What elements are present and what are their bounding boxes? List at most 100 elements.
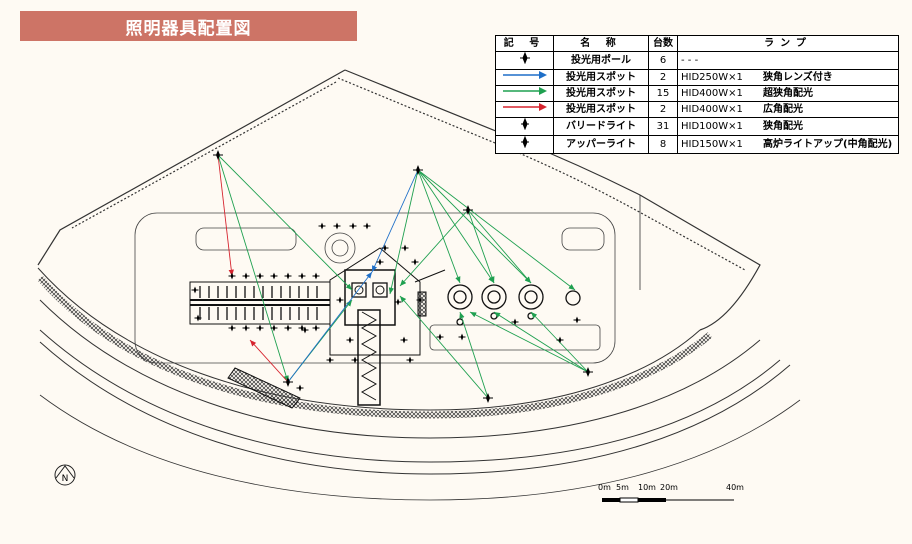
light-beam — [287, 271, 373, 383]
red-arrow-icon — [495, 101, 554, 118]
scale-bar: 0m 5m 10m 20m 40m — [598, 483, 748, 511]
bollard-fixture — [298, 324, 306, 332]
bollard-fixture — [336, 296, 344, 304]
bollard-fixture — [401, 244, 409, 252]
legend-header-name: 名 称 — [553, 35, 649, 52]
scale-label: 5m — [616, 483, 629, 492]
legend-header-symbol: 記 号 — [495, 35, 554, 52]
lamp-model: HID400W×1 — [681, 88, 743, 99]
bollard-fixture — [228, 324, 236, 332]
legend-count: 2 — [648, 101, 678, 118]
lamp-model: HID150W×1 — [681, 139, 743, 150]
legend-row: 投光用ポール 6 - - - — [495, 51, 899, 70]
pole-fixture — [463, 205, 473, 215]
upper-fixture — [416, 296, 424, 304]
lamp-model: HID250W×1 — [681, 72, 743, 83]
light-beam — [417, 169, 576, 291]
bollard-fixture — [242, 324, 250, 332]
bollard-fixture — [351, 356, 359, 364]
bollard-fixture — [284, 324, 292, 332]
pole-fixture — [213, 150, 223, 160]
legend-header-row: 記 号 名 称 台数 ランプ — [495, 35, 899, 52]
lamp-desc: 広角配光 — [763, 104, 803, 115]
left-rack — [189, 281, 331, 325]
lamp-desc: 高炉ライトアップ(中角配光) — [763, 139, 893, 150]
central-structure — [329, 247, 446, 406]
perimeter-roads — [37, 267, 801, 501]
bollard-fixture — [349, 222, 357, 230]
legend-name: バリードライト — [553, 117, 649, 136]
light-beam — [371, 169, 419, 273]
light-beam — [217, 154, 234, 277]
lamp-model: - - - — [681, 55, 699, 66]
green-arrow-icon — [495, 85, 554, 102]
bollard-fixture — [381, 244, 389, 252]
upper-fixture — [400, 336, 408, 344]
upper-fixture — [296, 384, 304, 392]
legend-count: 8 — [648, 135, 678, 154]
plaza-outlines — [134, 212, 616, 364]
lamp-model: HID100W×1 — [681, 121, 743, 132]
blast-furnace-units — [447, 284, 581, 326]
light-beam — [467, 209, 532, 284]
light-beam — [249, 339, 289, 383]
upper-light-icon — [495, 135, 554, 154]
pole-fixture — [583, 367, 593, 377]
light-fixtures — [191, 150, 593, 403]
scale-label: 0m — [598, 483, 611, 492]
bollard-fixture — [256, 272, 264, 280]
legend-lamp: HID150W×1 高炉ライトアップ(中角配光) — [677, 135, 899, 154]
light-beam — [217, 154, 353, 291]
lamp-desc: 狭角配光 — [763, 121, 803, 132]
bollard-fixture — [242, 272, 250, 280]
light-beam — [217, 154, 289, 383]
bollard-fixture — [363, 222, 371, 230]
bollard-light-icon — [495, 117, 554, 136]
light-beam — [417, 169, 532, 284]
light-beam — [399, 209, 469, 287]
upper-fixture — [194, 314, 202, 322]
bollard-fixture — [511, 318, 519, 326]
pole-fixture — [413, 165, 423, 175]
bollard-fixture — [270, 272, 278, 280]
bollard-fixture — [573, 316, 581, 324]
bollard-fixture — [326, 356, 334, 364]
stair-block — [227, 367, 301, 409]
upper-fixture — [411, 258, 419, 266]
bollard-fixture — [556, 336, 564, 344]
bollard-fixture — [298, 272, 306, 280]
light-beam — [388, 169, 419, 295]
legend-header-lamp: ランプ — [677, 35, 899, 52]
bollard-fixture — [256, 324, 264, 332]
bollard-fixture — [312, 272, 320, 280]
lamp-model: HID400W×1 — [681, 104, 743, 115]
legend-count: 15 — [648, 85, 678, 102]
legend-table: 記 号 名 称 台数 ランプ 投光用ポール 6 - - - 投光用スポット 2 … — [495, 35, 899, 154]
bollard-fixture — [301, 326, 309, 334]
light-beam — [469, 311, 589, 373]
legend-lamp: HID400W×1 広角配光 — [677, 101, 899, 118]
upper-fixture — [191, 286, 199, 294]
bollard-fixture — [458, 333, 466, 341]
north-arrow-icon: N — [54, 464, 76, 486]
page-title: 照明器具配置図 — [20, 11, 357, 41]
legend-count: 6 — [648, 51, 678, 70]
pole-fixture — [483, 393, 493, 403]
blue-arrow-icon — [495, 69, 554, 86]
bollard-fixture — [406, 356, 414, 364]
bollard-fixture — [228, 272, 236, 280]
light-beam — [459, 311, 489, 399]
light-beam — [399, 295, 489, 399]
legend-header-count: 台数 — [648, 35, 678, 52]
light-beams — [217, 154, 589, 399]
light-beam — [493, 311, 589, 373]
bollard-fixture — [270, 324, 278, 332]
legend-lamp: HID100W×1 狭角配光 — [677, 117, 899, 136]
